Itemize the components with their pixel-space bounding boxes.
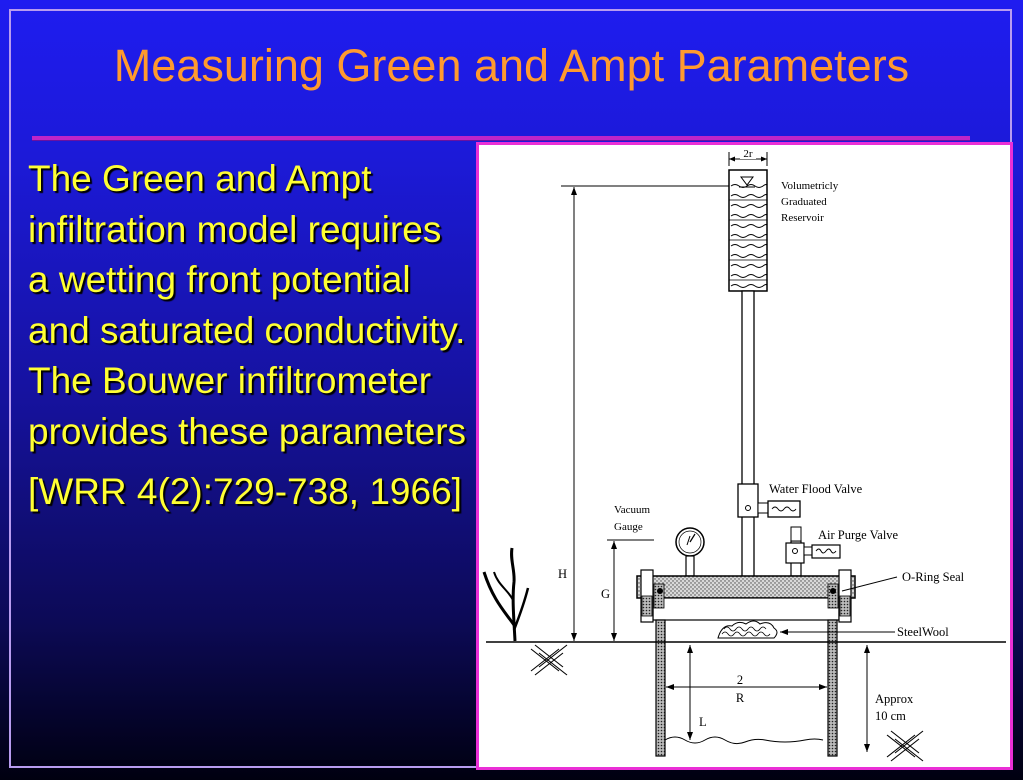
l-dimension bbox=[687, 645, 693, 740]
soil-hatch-right bbox=[886, 730, 924, 762]
h-label: H bbox=[558, 567, 567, 581]
g-dimension bbox=[611, 541, 617, 641]
body-text: The Green and Ampt infiltration model re… bbox=[28, 154, 468, 518]
cylinder-wall-right bbox=[827, 619, 838, 757]
steel-wool-arrowhead bbox=[780, 629, 788, 635]
steel-wool bbox=[717, 620, 778, 639]
water-flood-valve-label: Water Flood Valve bbox=[769, 482, 863, 496]
vacuum-gauge bbox=[675, 527, 705, 577]
reservoir-label-1: Volumetricly bbox=[781, 180, 839, 192]
two-r-dimension: 2r bbox=[728, 147, 768, 166]
vacuum-gauge-label-1: Vacuum bbox=[614, 504, 650, 516]
air-purge-valve-label: Air Purge Valve bbox=[818, 528, 899, 542]
l-label: L bbox=[699, 715, 707, 729]
infiltrometer-cap bbox=[636, 569, 856, 623]
wetting-front-line bbox=[664, 736, 824, 745]
g-label: G bbox=[601, 587, 610, 601]
o-ring-leader bbox=[841, 576, 898, 592]
approx-label-2: 10 cm bbox=[875, 709, 906, 723]
body-paragraph: The Green and Ampt infiltration model re… bbox=[28, 158, 467, 452]
vacuum-gauge-label-2: Gauge bbox=[614, 521, 643, 533]
steel-wool-label: SteelWool bbox=[897, 625, 949, 639]
approx-10cm-dimension bbox=[864, 645, 870, 752]
two-R-dimension bbox=[666, 684, 827, 690]
cylinder-wall-left bbox=[655, 619, 666, 757]
plant-icon bbox=[482, 547, 530, 642]
reservoir-label-2: Graduated bbox=[781, 196, 827, 208]
h-dimension bbox=[556, 187, 577, 641]
soil-hatch-left bbox=[530, 644, 568, 676]
slide-title: Measuring Green and Ampt Parameters bbox=[113, 40, 910, 91]
o-ring-seal-label: O-Ring Seal bbox=[902, 570, 965, 584]
two-R-label-top: 2 bbox=[737, 673, 743, 687]
two-R-label-bottom: R bbox=[736, 691, 745, 705]
approx-label-1: Approx bbox=[875, 692, 914, 706]
stand-pipe bbox=[741, 290, 755, 487]
graduated-reservoir bbox=[728, 169, 768, 292]
title-divider bbox=[32, 136, 970, 140]
water-flood-valve bbox=[737, 483, 801, 518]
air-purge-valve bbox=[785, 526, 841, 577]
reservoir-label-3: Reservoir bbox=[781, 212, 824, 224]
reference-citation: [WRR 4(2):729-738, 1966] bbox=[28, 471, 462, 512]
two-r-label: 2r bbox=[743, 148, 753, 160]
